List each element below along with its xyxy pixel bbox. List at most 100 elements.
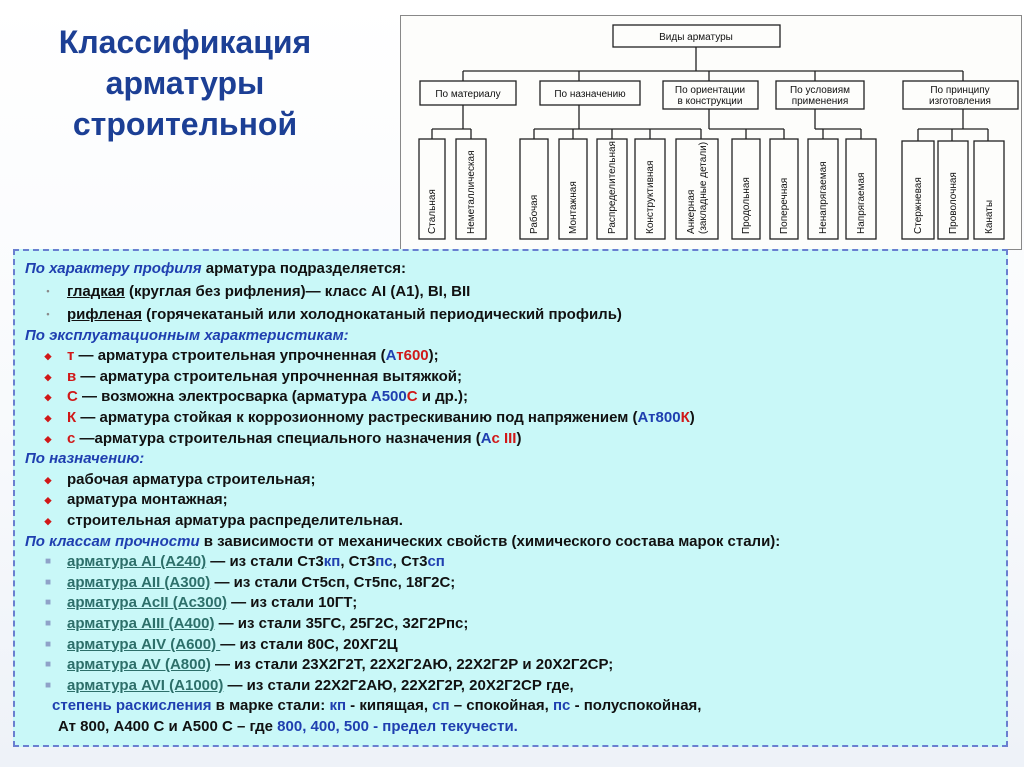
diagram-leaf-label: Ненапрягаемая xyxy=(818,161,829,234)
diamond-bullet-icon: ◆ xyxy=(44,433,52,444)
diagram-group-label: По ориентации xyxy=(675,85,745,96)
diagram-group-label: изготовления xyxy=(929,96,991,107)
list-item: ◆ К — арматура стойкая к коррозионному р… xyxy=(25,408,994,429)
class-link[interactable]: арматура AIII (A400) xyxy=(67,614,215,632)
mark-key: с xyxy=(67,429,76,447)
list-item: • рифленая (горячекатаный или холоднокат… xyxy=(25,303,994,326)
list-item: ■ арматура AII (A300) — из стали Ст5сп, … xyxy=(25,573,994,594)
classification-text-panel: По характеру профиля арматура подразделя… xyxy=(13,249,1008,747)
section-heading-rest: в зависимости от механических свойств (х… xyxy=(199,532,781,550)
diagram-leaf-label: Распределительная xyxy=(607,141,618,234)
diagram-group-label: в конструкции xyxy=(678,96,743,107)
mark-key: С xyxy=(67,388,78,406)
diagram-leaf-label: Поперечная xyxy=(779,178,790,234)
diamond-bullet-icon: ◆ xyxy=(44,351,52,362)
diagram-group-label: По назначению xyxy=(554,89,626,100)
note-term: 800, 400, 500 - предел текучести. xyxy=(277,717,518,735)
mark-key: т xyxy=(67,347,75,365)
diagram-leaf-label: Анкерная xyxy=(686,190,697,234)
note-text: – спокойная, xyxy=(449,697,553,715)
section-heading-rest: арматура подразделяется: xyxy=(201,260,407,277)
diagram-leaf-label: Проволочная xyxy=(948,172,959,234)
list-item: ■ арматура AI (A240) — из стали Ст3кп , С… xyxy=(25,552,994,573)
square-bullet-icon: ■ xyxy=(44,576,52,588)
list-item: ◆ с —арматура строительная специального … xyxy=(25,429,994,450)
note-term: степень раскисления xyxy=(52,697,212,715)
section-heading: По классам прочности xyxy=(25,532,200,550)
mark-code: А xyxy=(480,429,492,447)
class-link[interactable]: арматура AIV (A600) xyxy=(67,635,221,653)
mark-tail: ) xyxy=(516,429,522,447)
class-steel: , Ст3 xyxy=(392,553,428,571)
yield-note: Ат 800, А400 С и А500 С – где 800, 400, … xyxy=(25,717,994,738)
diamond-bullet-icon: ◆ xyxy=(44,412,52,423)
diagram-leaf-label: Стержневая xyxy=(913,177,924,234)
mark-code: с III xyxy=(491,429,517,447)
list-item: ◆ арматура монтажная; xyxy=(25,490,994,511)
diagram-leaf-label: Канаты xyxy=(984,200,995,234)
list-item: ◆ С — возможна электросварка (арматура А… xyxy=(25,387,994,408)
class-link[interactable]: арматура AV (A800) xyxy=(67,656,211,674)
bullet-icon: • xyxy=(46,285,50,296)
diamond-bullet-icon: ◆ xyxy=(44,392,52,403)
diagram-leaf-label: Стальная xyxy=(427,189,438,234)
list-item: ◆ в — арматура строительная упрочненная … xyxy=(25,367,994,388)
note-code: пс xyxy=(553,697,571,715)
diagram-leaf-label: Монтажная xyxy=(568,181,579,234)
section-heading: По характеру профиля xyxy=(25,260,202,277)
mark-tail: ); xyxy=(428,347,439,365)
diagram-group-label: По условиям xyxy=(790,85,850,96)
mark-description: — арматура строительная упрочненная ( xyxy=(74,347,386,365)
deox-code: сп xyxy=(427,553,445,571)
square-bullet-icon: ■ xyxy=(44,659,52,671)
class-steel: — из стали 35ГС, 25Г2С, 32Г2Рпс; xyxy=(214,614,469,632)
square-bullet-icon: ■ xyxy=(44,638,52,650)
mark-code: А500 xyxy=(370,388,407,406)
mark-code: С xyxy=(406,388,418,406)
diamond-bullet-icon: ◆ xyxy=(44,371,52,382)
section-exploit-heading: По эксплуатационным характеристикам: xyxy=(25,326,349,344)
list-item: ■ арматура AIII (A400) — из стали 35ГС, … xyxy=(25,614,994,635)
term-description: (горячекатаный или холоднокатаный период… xyxy=(141,305,622,323)
class-steel: — из стали Ст3 xyxy=(206,553,324,571)
diagram-root-label: Виды арматуры xyxy=(659,32,733,43)
section-strength-heading: По классам прочности в зависимости от ме… xyxy=(25,532,994,553)
term: гладкая xyxy=(67,282,125,300)
term: рифленая xyxy=(67,305,142,323)
deox-code: кп xyxy=(323,553,341,571)
square-bullet-icon: ■ xyxy=(44,679,52,691)
mark-code: К xyxy=(680,408,690,426)
mark-key: К xyxy=(67,408,77,426)
title-line-2: арматуры xyxy=(105,65,265,101)
purpose-item: рабочая арматура строительная; xyxy=(67,470,316,488)
mark-description: —арматура строительная специального назн… xyxy=(75,429,481,447)
diagram-leaf-label: Конструктивная xyxy=(645,161,656,234)
class-link[interactable]: арматура AсII (Aс300) xyxy=(67,594,227,612)
diagram-leaf-label: Напрягаемая xyxy=(856,173,867,234)
deox-code: пс xyxy=(375,553,393,571)
mark-description: — арматура строительная упрочненная вытя… xyxy=(76,367,462,385)
class-steel: — из стали Ст5сп, Ст5пс, 18Г2С; xyxy=(210,573,456,591)
list-item: ■ арматура AIV (A600) — из стали 80С, 20… xyxy=(25,635,994,656)
class-link[interactable]: арматура AII (A300) xyxy=(67,573,211,591)
note-text: в марке стали: xyxy=(211,697,330,715)
diagram-leaf-label: Неметаллическая xyxy=(466,150,477,234)
section-purpose-heading: По назначению: xyxy=(25,450,145,468)
mark-code: А xyxy=(385,347,397,365)
purpose-item: арматура монтажная; xyxy=(67,491,228,509)
diagram-group-label: применения xyxy=(792,96,849,107)
note-text: - полуспокойная, xyxy=(570,697,702,715)
square-bullet-icon: ■ xyxy=(44,556,52,568)
diagram-svg: Виды арматуры По материалу По назначению… xyxy=(418,24,1019,240)
list-item: • гладкая (круглая без рифления)— класс … xyxy=(25,280,994,303)
class-link[interactable]: арматура AVI (A1000) xyxy=(67,676,224,694)
diagram-group-label: По принципу xyxy=(930,85,989,96)
note-code: сп xyxy=(432,697,450,715)
page-title: Классификация арматуры строительной xyxy=(20,22,350,145)
note-text: Ат 800, А400 С и А500 С – где xyxy=(58,717,278,735)
class-steel: — из стали 80С, 20ХГ2Ц xyxy=(220,635,398,653)
class-link[interactable]: арматура AI (A240) xyxy=(67,553,207,571)
diagram-group-material xyxy=(419,80,517,106)
list-item: ◆ т — арматура строительная упрочненная … xyxy=(25,346,994,367)
diagram-group-manufacturing xyxy=(902,80,1019,110)
